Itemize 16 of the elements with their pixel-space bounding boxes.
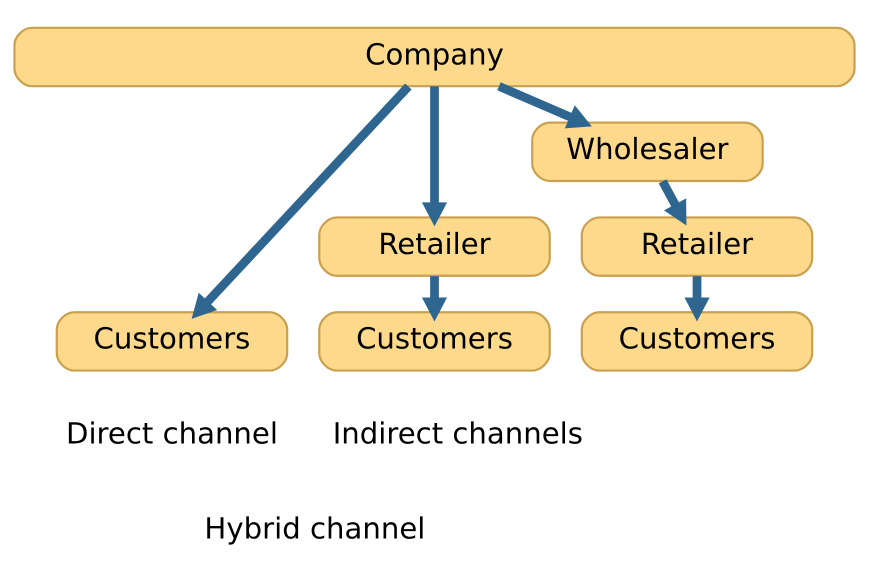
label: Hybrid channel — [204, 510, 426, 545]
arrow — [684, 276, 710, 321]
node-box: Wholesaler — [531, 121, 764, 182]
arrow — [497, 82, 592, 128]
arrow — [658, 178, 686, 226]
node-box: Customers — [56, 310, 288, 372]
arrow — [422, 276, 448, 321]
label: Direct channel — [66, 416, 278, 450]
node-box: Customers — [318, 310, 551, 372]
arrow — [422, 86, 448, 226]
node-box: Company — [13, 26, 856, 87]
node-box: Retailer — [580, 216, 814, 276]
label: Indirect channels — [332, 416, 583, 450]
node-box: Retailer — [318, 216, 551, 276]
node-box: Customers — [580, 310, 814, 372]
arrow — [192, 83, 412, 318]
